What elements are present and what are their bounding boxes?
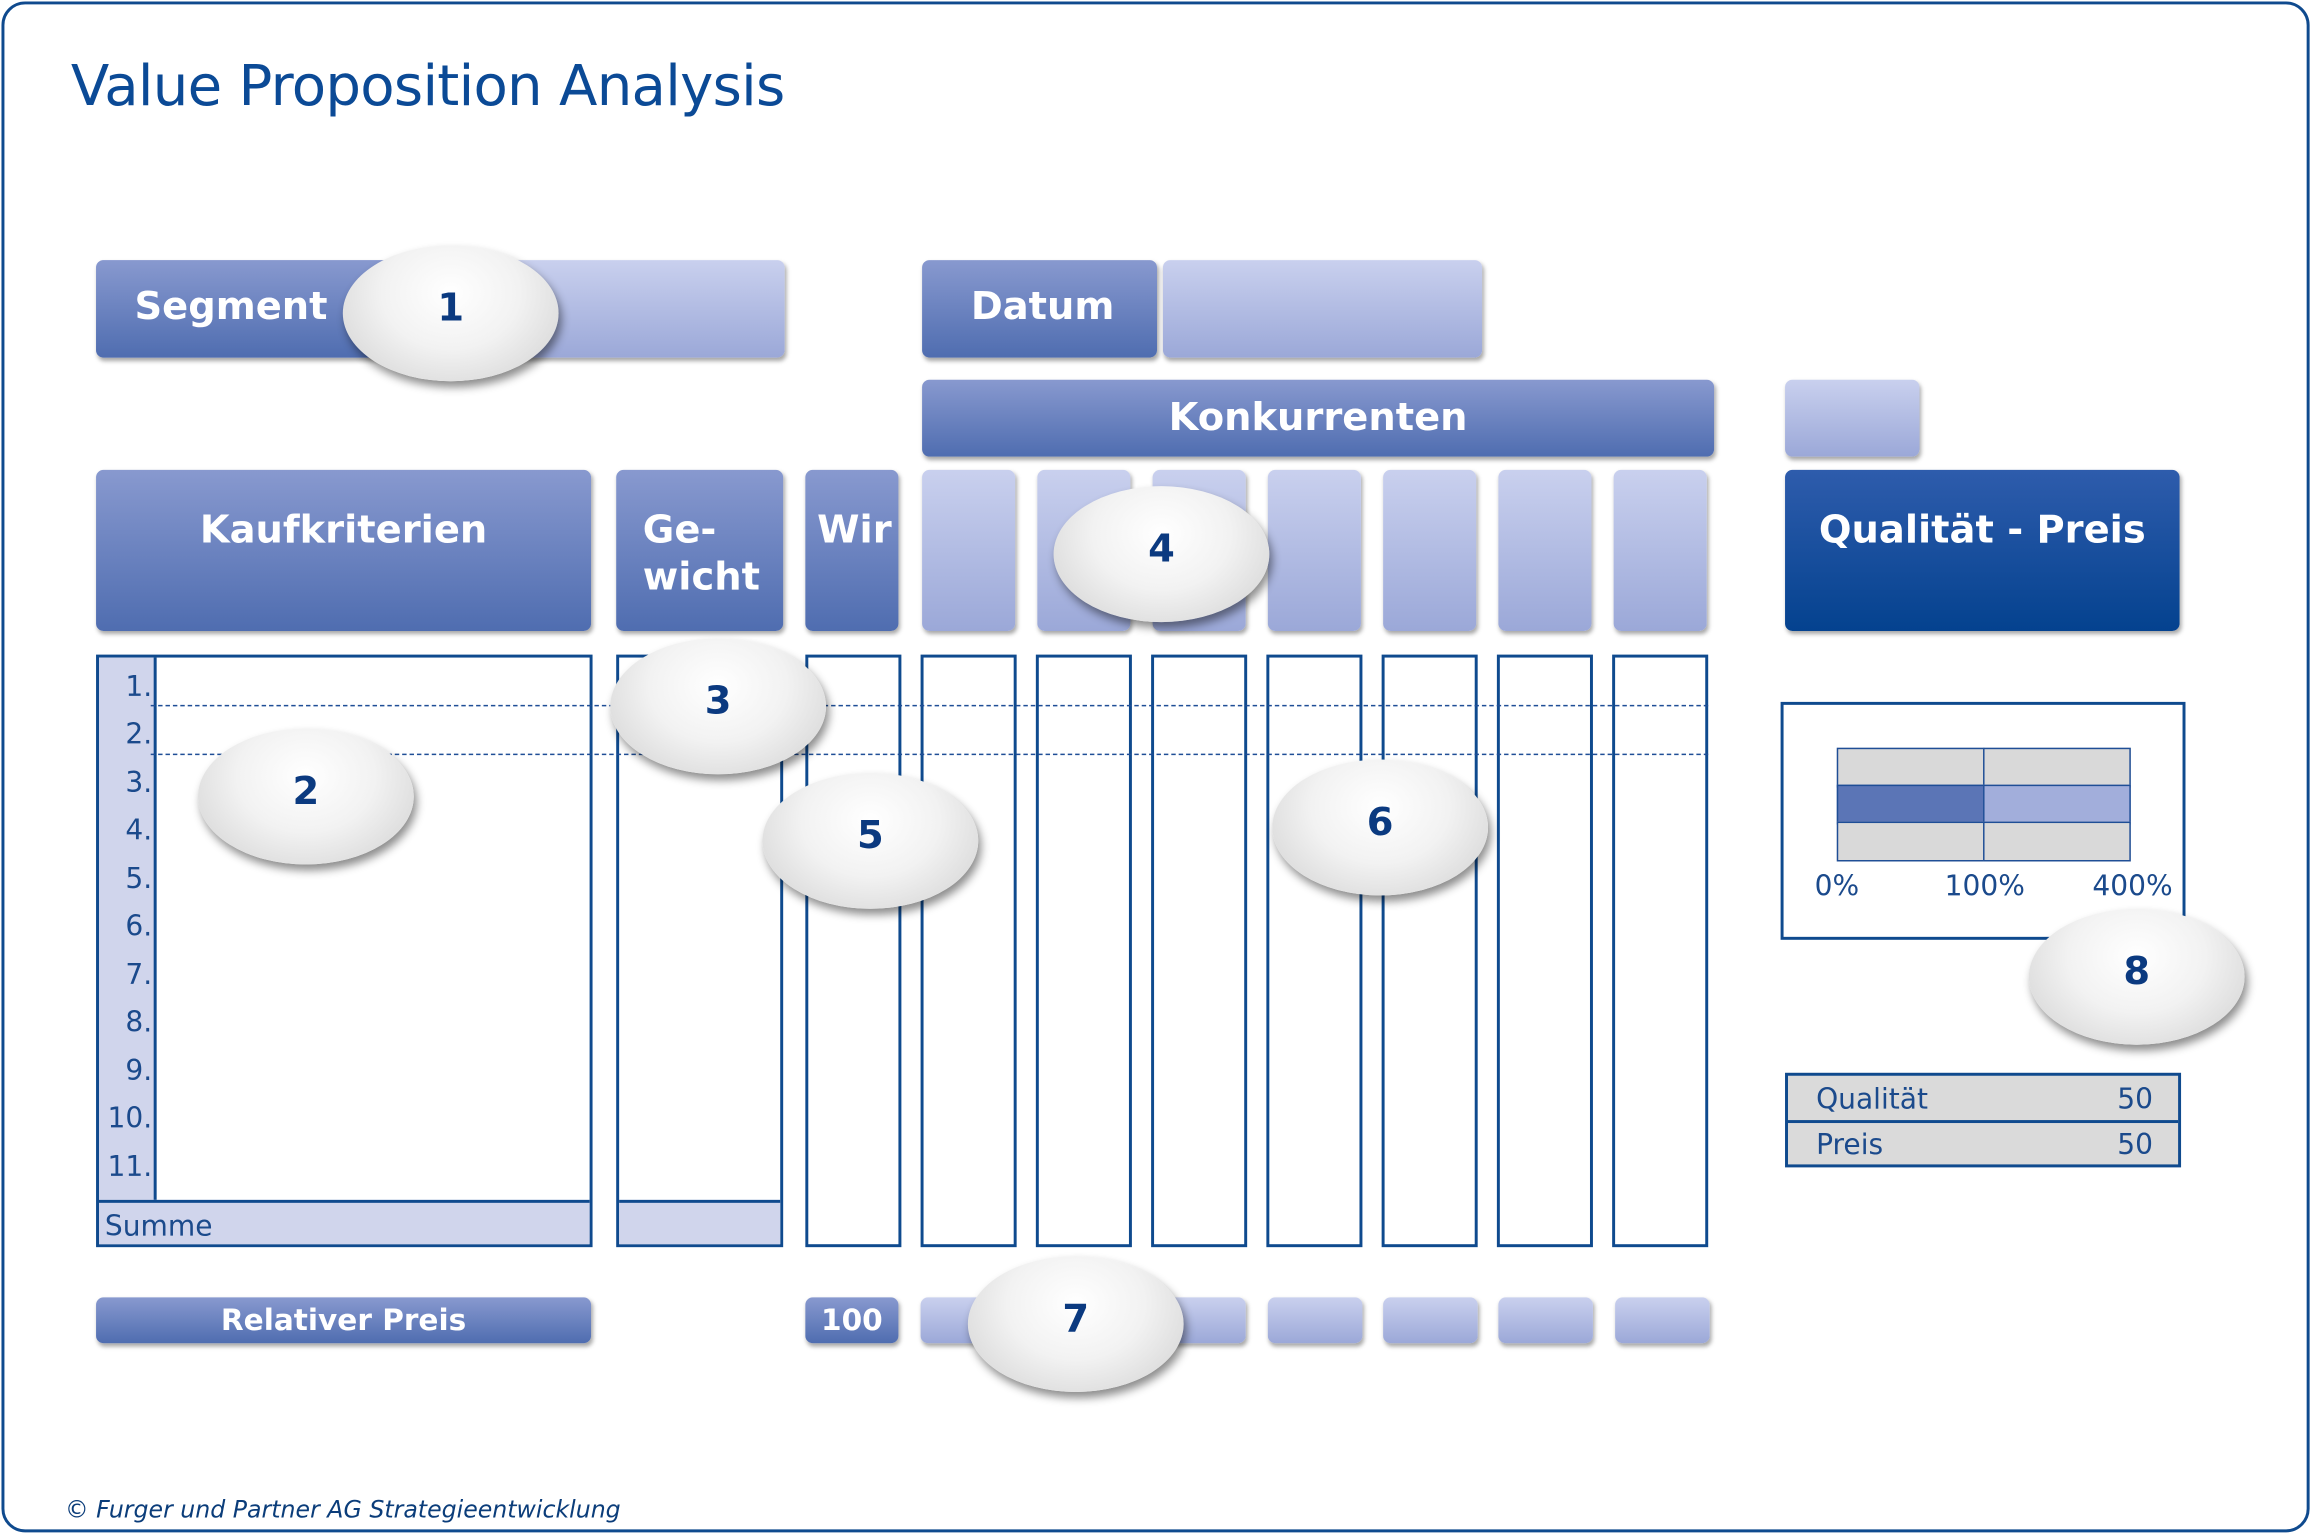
axis-label-400: 400% <box>2092 870 2173 903</box>
competitor-column-1 <box>920 654 1017 1248</box>
competitor-price-6[interactable] <box>1498 1297 1593 1344</box>
wir-price-box[interactable]: 100 <box>805 1297 899 1344</box>
badge-5-number: 5 <box>856 814 884 859</box>
competitor-column-6 <box>1496 654 1593 1248</box>
row-number-8: 8. <box>125 1006 153 1039</box>
row-number-strip <box>99 657 157 1200</box>
konkurrenten-header: Konkurrenten <box>922 379 1715 457</box>
competitor-column-2 <box>1035 654 1132 1248</box>
chart-cell-r2-c1 <box>1836 784 1985 825</box>
competitor-column-7 <box>1612 654 1709 1248</box>
weights-table: Qualität 50 Preis 50 <box>1785 1072 2182 1168</box>
weight-row-qualitaet: Qualität 50 <box>1787 1076 2179 1124</box>
gewicht-label-line1: Ge- <box>642 508 717 553</box>
badge-1: 1 <box>342 245 559 382</box>
badge-4-number: 4 <box>1148 527 1175 572</box>
summe-label: Summe <box>104 1210 213 1243</box>
badge-8-number: 8 <box>2123 950 2151 995</box>
row-number-5: 5. <box>125 862 153 896</box>
axis-label-0: 0% <box>1814 870 1860 903</box>
datum-label: Datum <box>970 285 1115 330</box>
qualitaet-preis-header: Qualität - Preis <box>1785 469 2180 631</box>
chart-cell-r3-c1 <box>1836 821 1985 862</box>
competitor-column-4 <box>1266 654 1363 1248</box>
row-number-7: 7. <box>125 959 153 992</box>
badge-7: 7 <box>967 1256 1184 1392</box>
kaufkriterien-label: Kaufkriterien <box>199 508 488 553</box>
row-number-6: 6. <box>125 910 153 943</box>
competitor-header-1[interactable] <box>922 469 1016 631</box>
konkurrenten-label: Konkurrenten <box>1168 396 1468 441</box>
competitor-header-5[interactable] <box>1383 469 1477 631</box>
axis-label-100: 100% <box>1944 870 2025 903</box>
page-title: Value Proposition Analysis <box>70 53 785 119</box>
badge-6: 6 <box>1272 759 1489 896</box>
segment-label-box: Segment <box>96 260 392 358</box>
badge-6-number: 6 <box>1366 800 1394 846</box>
wir-column <box>805 654 902 1248</box>
row-number-9: 9. <box>125 1055 153 1088</box>
qualitaet-preis-label: Qualität - Preis <box>1818 508 2146 553</box>
row-separator-2 <box>150 753 1709 756</box>
datum-field[interactable] <box>1162 260 1483 358</box>
gewicht-label-line2: wicht <box>642 555 760 600</box>
summe-row: Summe <box>99 1199 590 1245</box>
wir-label: Wir <box>817 508 892 553</box>
row-number-11: 11. <box>107 1151 153 1184</box>
wir-price-value: 100 <box>821 1301 883 1338</box>
badge-2-number: 2 <box>292 769 320 815</box>
competitor-price-5[interactable] <box>1383 1297 1478 1344</box>
row-number-4: 4. <box>125 814 153 847</box>
weight-row-preis: Preis 50 <box>1788 1123 2178 1167</box>
relativer-preis-label-box: Relativer Preis <box>96 1297 592 1344</box>
badge-8: 8 <box>2028 908 2245 1045</box>
chart-cell-r3-c2 <box>1983 821 2131 862</box>
wir-header: Wir <box>805 469 899 631</box>
row-number-1: 1. <box>125 670 153 704</box>
competitor-column-5 <box>1381 654 1478 1248</box>
gewicht-summe-cell <box>619 1199 781 1245</box>
row-number-3: 3. <box>125 766 153 800</box>
extra-competitor-box[interactable] <box>1785 379 1920 457</box>
row-number-2: 2. <box>125 718 153 751</box>
badge-7-number: 7 <box>1062 1297 1090 1342</box>
badge-1-number: 1 <box>437 286 465 332</box>
weight-label-preis: Preis <box>1816 1128 1884 1162</box>
segment-label: Segment <box>134 285 328 330</box>
competitor-header-4[interactable] <box>1267 469 1361 631</box>
badge-4: 4 <box>1053 486 1270 623</box>
badge-3-number: 3 <box>704 679 732 725</box>
datum-label-box: Datum <box>922 260 1158 358</box>
badge-2: 2 <box>198 728 414 865</box>
competitor-header-6[interactable] <box>1498 469 1592 631</box>
weight-label-qualitaet: Qualität <box>1816 1083 1929 1116</box>
competitor-column-3 <box>1151 654 1248 1248</box>
row-separator-1 <box>150 704 1709 707</box>
competitor-header-7[interactable] <box>1613 469 1707 631</box>
chart-cell-r1-c2 <box>1983 747 2131 788</box>
competitor-price-4[interactable] <box>1267 1297 1363 1344</box>
chart-cell-r2-c2 <box>1983 784 2131 825</box>
chart-cell-r1-c1 <box>1836 747 1985 788</box>
copyright-footer: © Furger und Partner AG Strategieentwick… <box>65 1495 621 1524</box>
relativer-preis-label: Relativer Preis <box>220 1301 467 1338</box>
kaufkriterien-header: Kaufkriterien <box>96 469 592 631</box>
competitor-price-7[interactable] <box>1615 1297 1710 1344</box>
weight-value-preis: 50 <box>2117 1128 2153 1162</box>
weight-value-qualitaet: 50 <box>2117 1083 2153 1116</box>
badge-5: 5 <box>762 772 979 909</box>
badge-3: 3 <box>610 638 827 775</box>
row-number-10: 10. <box>107 1102 153 1135</box>
gewicht-header: Ge- wicht <box>616 469 784 631</box>
